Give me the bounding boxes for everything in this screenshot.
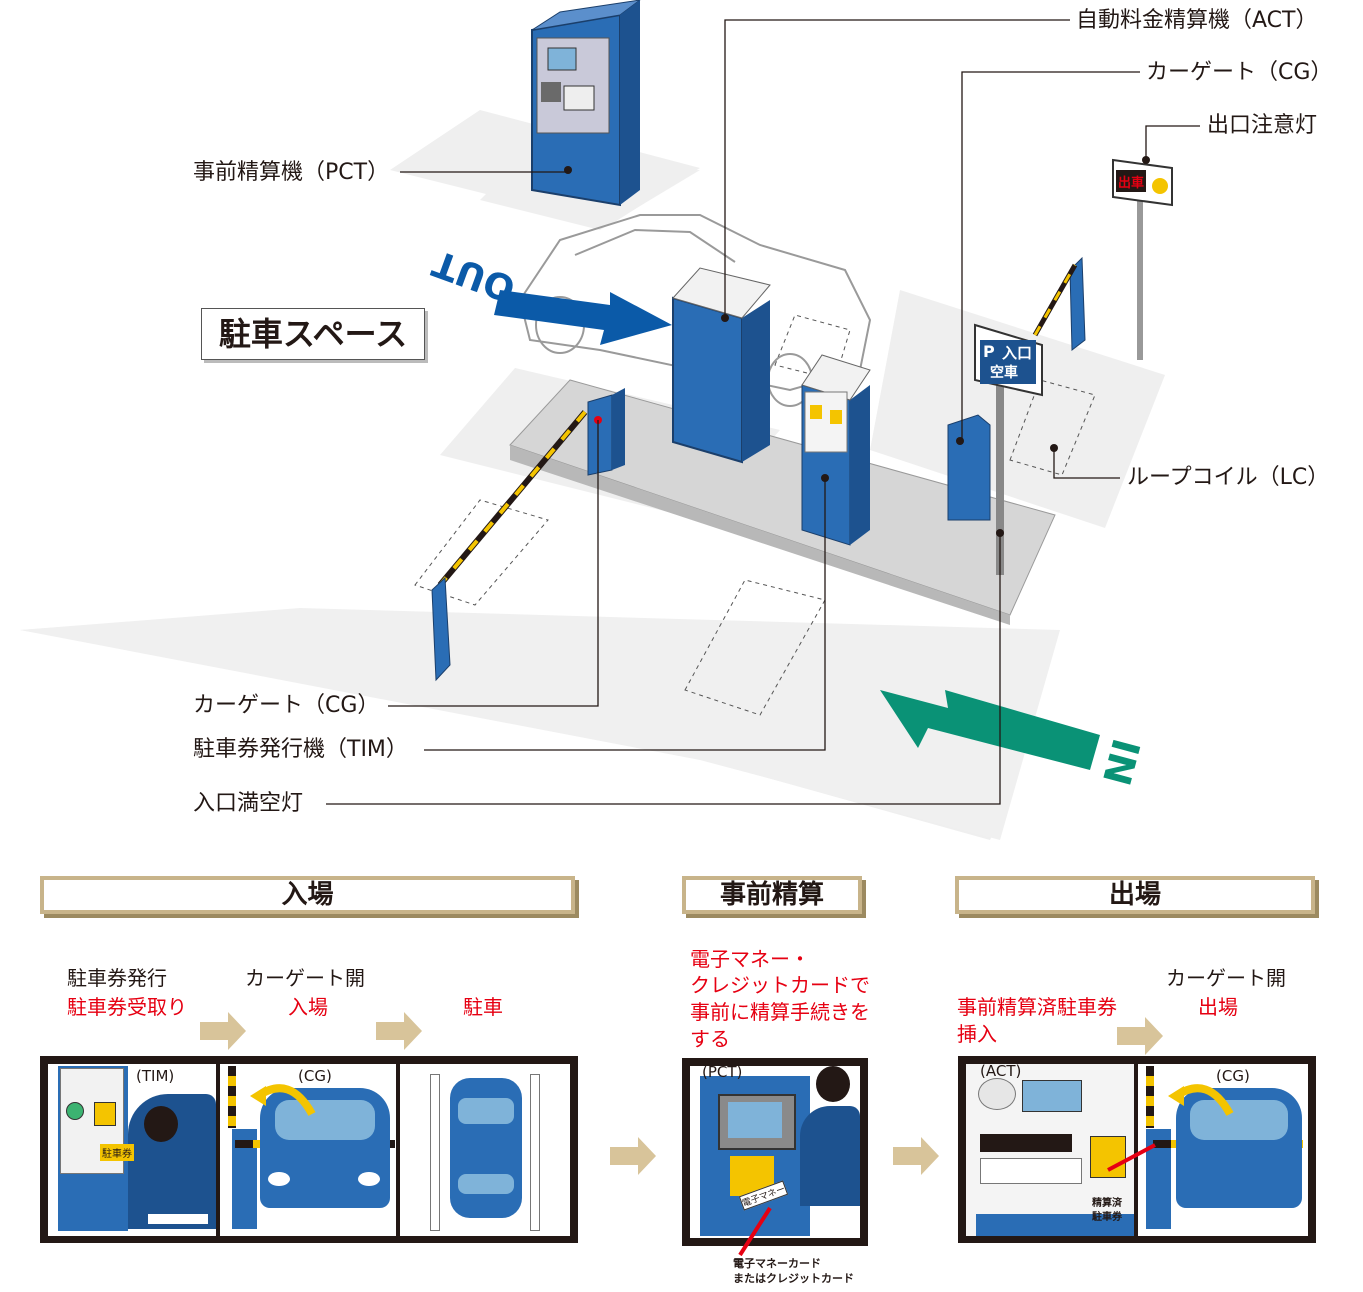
callout-act: 自動料金精算機（ACT） [1076,8,1318,33]
step-exit-1-line2: 挿入 [957,1022,997,1046]
sign-entrance: 入口 [1002,344,1033,362]
pct-machine-illustration [531,0,641,207]
step-exit-1-line1: 事前精算済駐車券 [957,995,1117,1019]
paid-ticket-line1: 精算済 [1092,1198,1122,1209]
pct-scene: (PCT) 電子マネー [690,1066,860,1238]
section-entry: 入場 [40,876,575,914]
section-prepay: 事前精算 [682,876,862,914]
act-scene: (ACT) 精算済 駐車券 [966,1064,1134,1236]
car-gate-right [947,256,1086,521]
out-arrow [494,290,672,345]
card-pointer [738,1206,772,1257]
exit-caution-light [1112,156,1173,360]
parking-space-label: 駐車スペース [201,308,425,360]
sign-p: P [983,342,995,361]
section-exit: 出場 [955,876,1315,914]
step-exit-2-line2: 出場 [1198,995,1238,1019]
cg2-tag: (CG) [1216,1067,1250,1085]
step-arrow [610,1137,656,1175]
ticket-insert-pointer [1107,1143,1156,1172]
floor-right [870,290,1165,528]
ticket-label: 駐車券 [100,1144,134,1161]
callout-cg-bottom: カーゲート（CG） [193,693,380,718]
cg-scene-entry: (CG) [220,1064,396,1236]
cg1-tag: (CG) [298,1067,332,1085]
parked-scene [400,1064,570,1236]
step-prepay-line3: 事前に精算手続きを [690,1000,870,1024]
in-arrow [880,690,1100,770]
island-top [509,379,1056,616]
floor-entry [20,608,1060,840]
entry-panel: (TIM) 駐車券 (CG) [40,1056,578,1243]
pct-tag: (PCT) [702,1066,743,1081]
parking-box [774,314,851,381]
callout-tim: 駐車券発行機（TIM） [193,737,408,762]
step-prepay-line2: クレジットカードで [690,973,870,997]
tim-machine-illustration [801,354,871,546]
act-machine-illustration [672,267,771,464]
parking-box [414,499,549,606]
step-entry-1-line1: 駐車券発行 [67,966,167,990]
tim-tag: (TIM) [136,1067,175,1085]
parking-layout-diagram [20,0,1200,840]
step-prepay-line1: 電子マネー・ [690,947,810,971]
exit-sign-text: 出車 [1118,176,1145,191]
step-arrow [893,1137,939,1175]
step-entry-3: 駐車 [463,995,503,1019]
step-entry-1-line2: 駐車券受取り [67,995,187,1019]
callout-pct: 事前精算機（PCT） [193,160,390,185]
step-arrow [376,1012,422,1050]
card-note-line1: 電子マネーカード [733,1257,821,1270]
cg-scene-exit: (CG) [1138,1064,1308,1236]
loop-coil-box [1009,379,1096,476]
leader-lines [326,19,1200,805]
exit-panel: (ACT) 精算済 駐車券 (CG) [958,1056,1316,1243]
tim-scene: (TIM) 駐車券 [48,1064,216,1236]
parking-box [684,579,826,716]
paid-ticket-line2: 駐車券 [1092,1212,1122,1223]
prepay-panel: (PCT) 電子マネー [682,1058,868,1246]
callout-exit-light: 出口注意灯 [1207,113,1318,138]
callout-loop-coil: ループコイル（LC） [1127,465,1330,490]
step-prepay-line4: する [690,1027,730,1051]
card-note-line2: またはクレジットカード [733,1272,854,1285]
sign-vacant: 空車 [990,365,1018,381]
callout-entry-light: 入口満空灯 [193,791,304,816]
act-tag: (ACT) [980,1064,1022,1080]
step-entry-2-line2: 入場 [288,995,328,1019]
step-entry-2-line1: カーゲート開 [245,966,365,990]
step-arrow [1117,1017,1163,1055]
callout-cg-top: カーゲート（CG） [1146,60,1333,85]
step-exit-2-line1: カーゲート開 [1166,966,1286,990]
island-side [510,445,1010,625]
step-arrow [200,1012,246,1050]
car-gate-island [431,388,625,682]
